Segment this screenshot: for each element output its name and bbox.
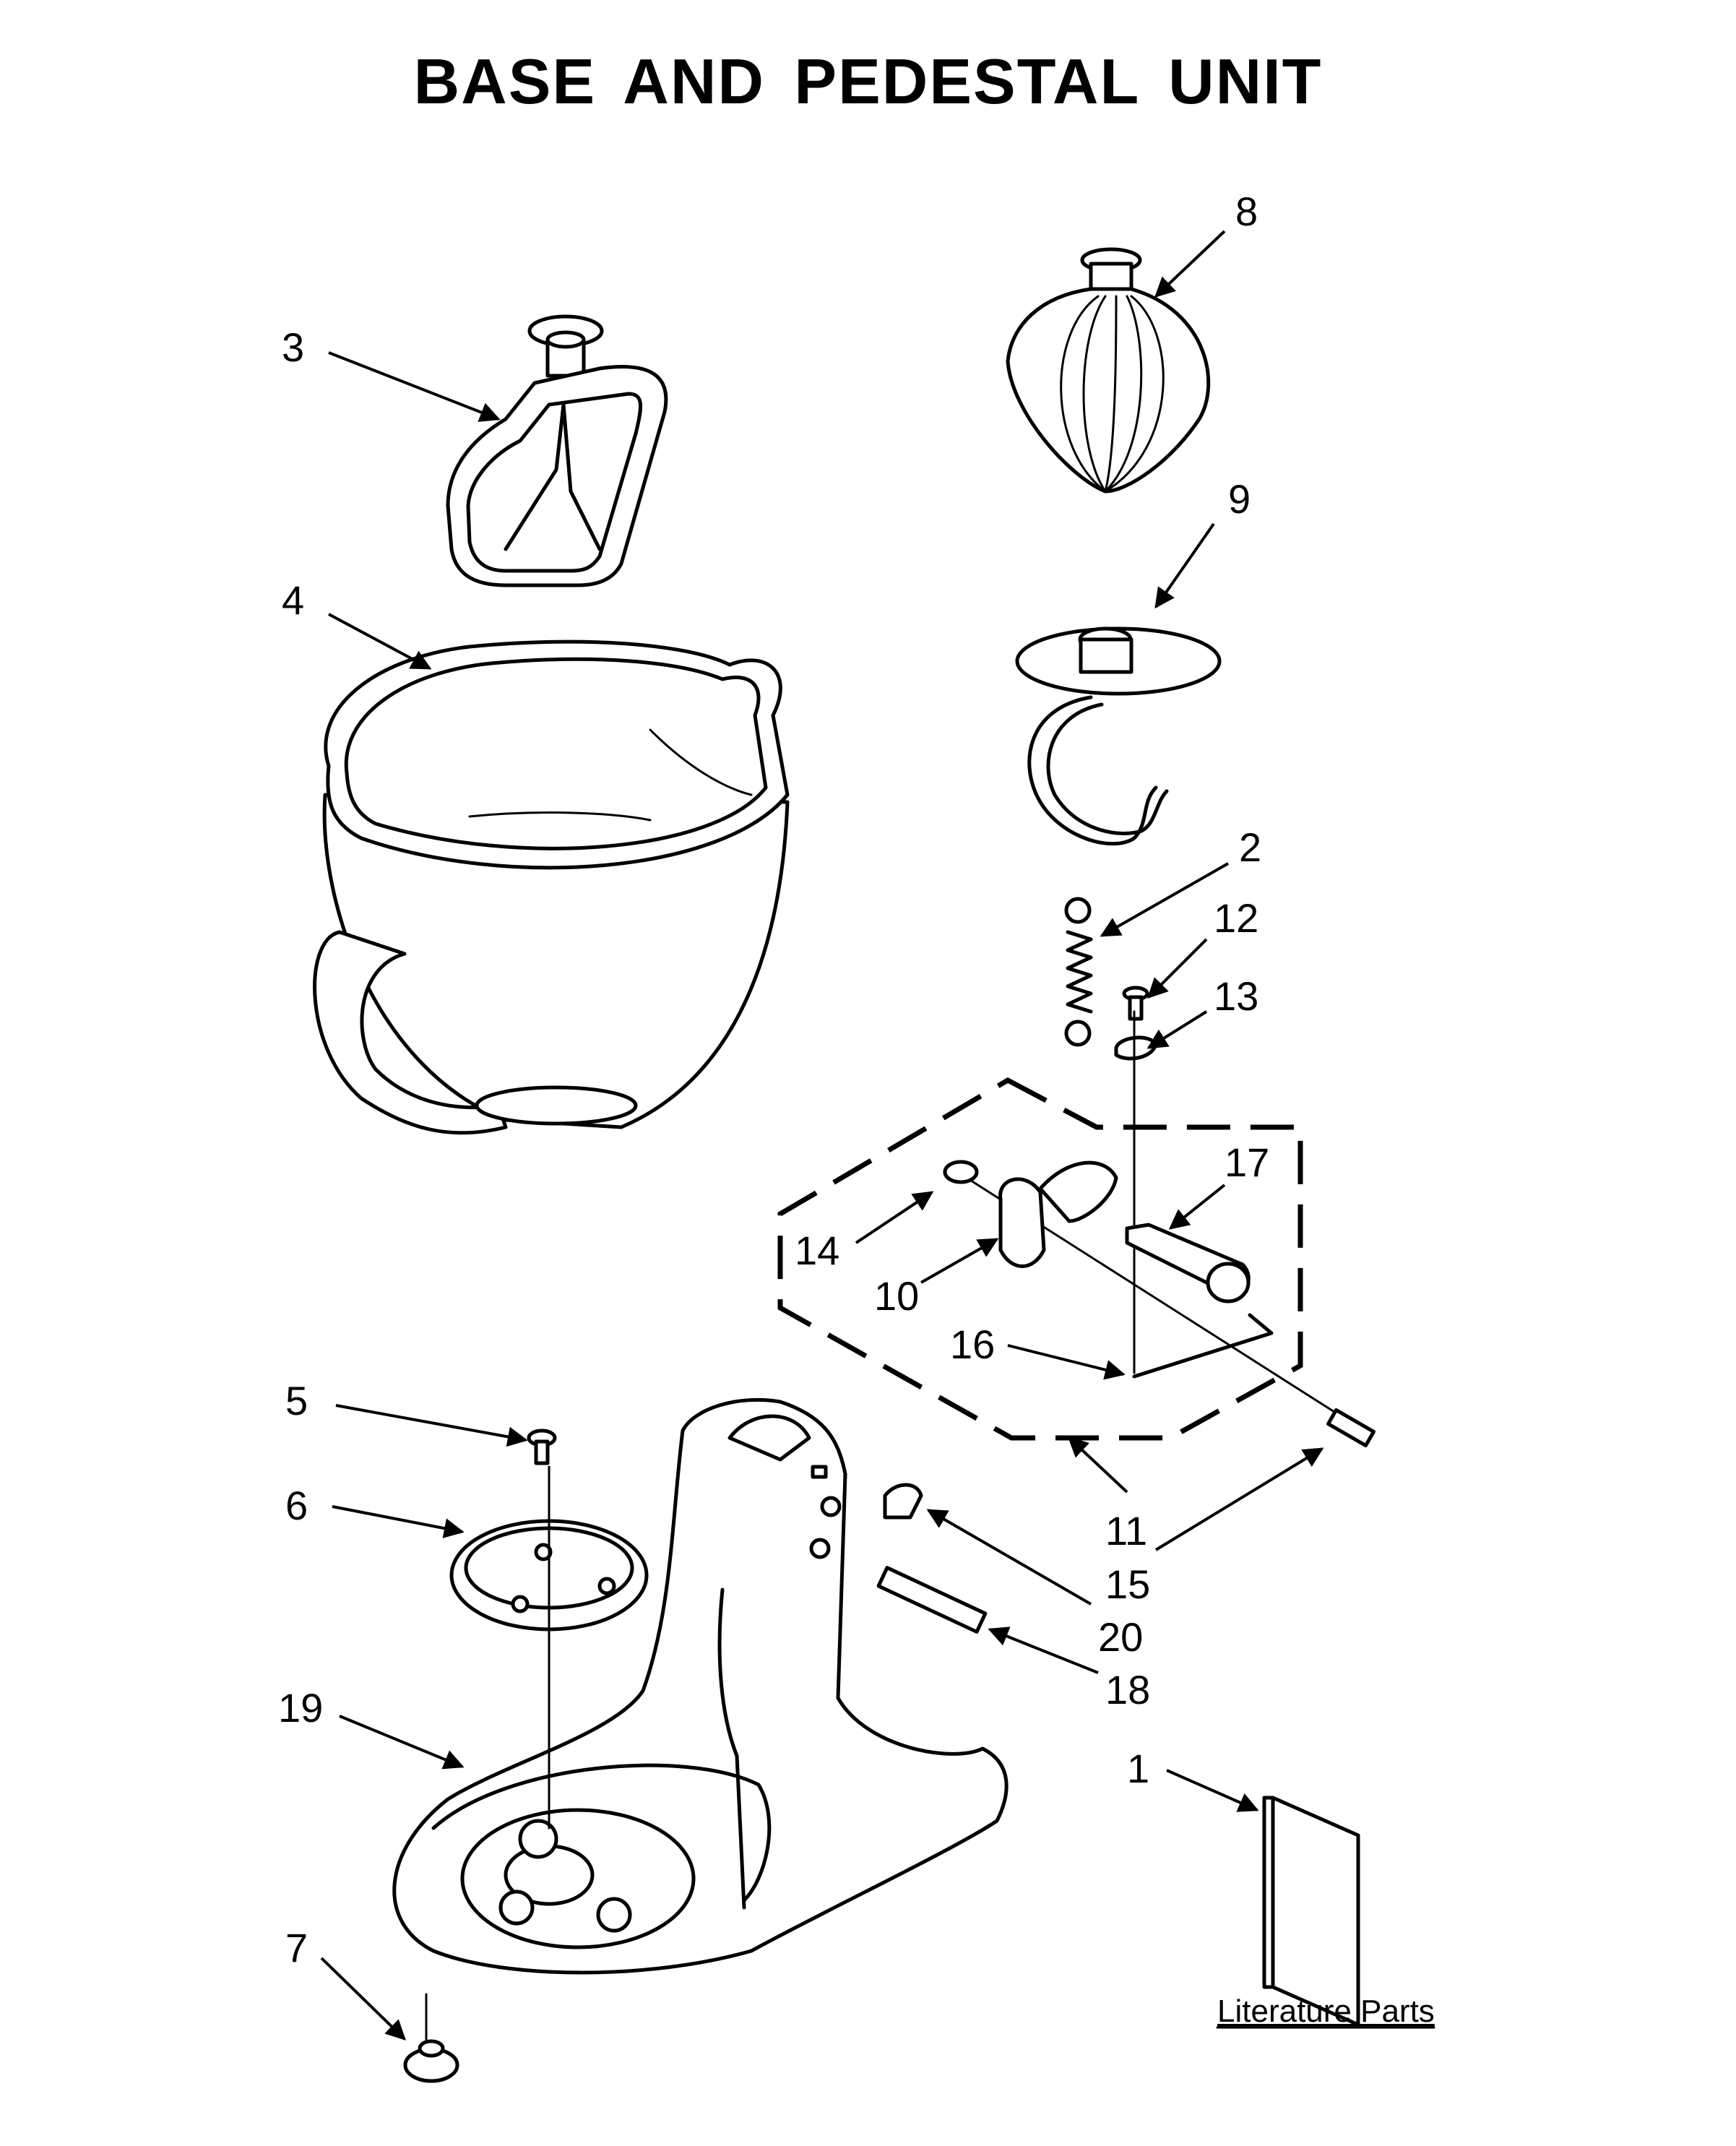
- hinge-pin-part: [876, 1566, 988, 1634]
- pin-part: [1326, 1408, 1376, 1448]
- callout-9: 9: [1228, 476, 1251, 522]
- leader-11: [1067, 1436, 1128, 1494]
- callout-14: 14: [795, 1228, 839, 1273]
- callout-4: 4: [282, 577, 304, 623]
- lift-assembly-enclosure: [777, 1010, 1360, 1441]
- rod-part: [1132, 1313, 1274, 1379]
- leader-9: [1154, 522, 1215, 609]
- callout-17: 17: [1225, 1139, 1269, 1185]
- diagram-title: BASE AND PEDESTAL UNIT: [413, 46, 1323, 117]
- leader-8: [1154, 230, 1226, 298]
- foot-part: [403, 1993, 459, 2083]
- callout-16: 16: [950, 1322, 995, 1367]
- mixing-bowl-part: [313, 639, 790, 1135]
- pedestal-base-part: [392, 1397, 1009, 1975]
- callout-2: 2: [1239, 824, 1261, 870]
- bowl-clamp-screw-part: [527, 1428, 557, 1465]
- callout-5: 5: [285, 1378, 308, 1423]
- callout-6: 6: [285, 1483, 308, 1528]
- flat-beater-part: [446, 314, 668, 587]
- leader-17: [1168, 1184, 1226, 1230]
- dough-hook-part: [1015, 626, 1222, 846]
- bracket-part: [998, 1160, 1118, 1268]
- spring-part: [1064, 897, 1093, 1047]
- callout-8: 8: [1235, 189, 1258, 234]
- literature-parts-label: Literature Parts: [1217, 1994, 1435, 2029]
- callout-7: 7: [285, 1925, 308, 1970]
- callout-1: 1: [1127, 1746, 1149, 1791]
- leader-16: [1007, 1344, 1126, 1380]
- callout-12: 12: [1214, 895, 1258, 941]
- callout-11: 11: [1105, 1508, 1147, 1554]
- leader-18: [988, 1626, 1099, 1674]
- screw-part: [1122, 986, 1149, 1021]
- leader-7: [320, 1957, 407, 2041]
- wire-whip-part: [1006, 247, 1211, 494]
- callout-15: 15: [1105, 1561, 1150, 1607]
- lever-knob: [1206, 1262, 1251, 1303]
- callout-10: 10: [874, 1273, 919, 1319]
- leader-4: [328, 613, 432, 670]
- leader-6: [332, 1505, 465, 1538]
- leader-5: [335, 1404, 528, 1447]
- leader-10: [920, 1238, 999, 1284]
- leader-13: [1146, 1010, 1208, 1049]
- callout-18: 18: [1105, 1667, 1150, 1712]
- leader-3: [328, 351, 501, 422]
- washer-part: [943, 1160, 979, 1184]
- leader-14: [855, 1191, 934, 1244]
- cover-clip-part: [883, 1483, 923, 1520]
- leader-1: [1166, 1769, 1259, 1812]
- callout-3: 3: [282, 324, 304, 370]
- leader-12: [1147, 938, 1208, 999]
- literature-part: [1262, 1796, 1360, 2027]
- leader-15: [1154, 1447, 1324, 1551]
- callout-20: 20: [1098, 1614, 1143, 1660]
- leader-19: [339, 1715, 465, 1770]
- callout-19: 19: [278, 1685, 323, 1731]
- leader-2: [1100, 862, 1229, 937]
- leader-20: [926, 1509, 1092, 1606]
- callout-13: 13: [1214, 973, 1258, 1019]
